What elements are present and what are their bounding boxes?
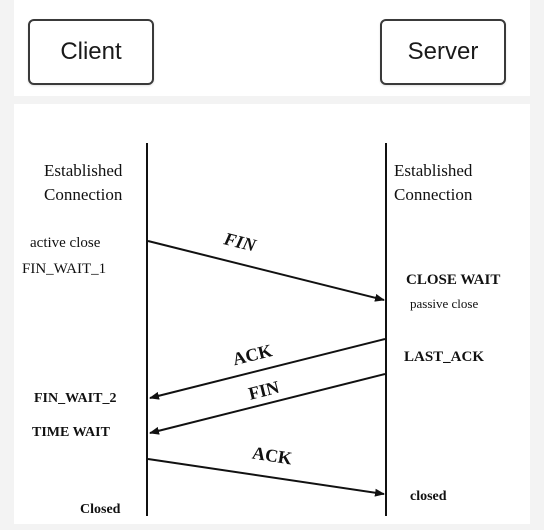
diagram-panel	[14, 104, 530, 524]
client-active-close: active close	[30, 235, 101, 251]
server-box: Server	[380, 19, 506, 85]
fin-1-arrow	[147, 240, 385, 302]
client-box: Client	[28, 19, 154, 85]
client-time-wait: TIME WAIT	[32, 425, 111, 440]
client-label: Client	[60, 38, 122, 65]
server-close-wait: CLOSE WAIT	[406, 272, 500, 288]
ack-1-arrow	[149, 338, 386, 400]
ack-2-arrow	[147, 458, 385, 497]
server-closed: closed	[410, 489, 447, 504]
ack-2-label: ACK	[251, 443, 294, 469]
ack-1-label: ACK	[231, 340, 275, 369]
client-established-line2: Connection	[44, 185, 123, 204]
fin-2-arrow	[149, 373, 386, 435]
client-established-line1: Established	[44, 161, 123, 180]
fin-2-label: FIN	[246, 377, 281, 404]
server-passive-close: passive close	[410, 296, 478, 311]
server-established-line1: Established	[394, 161, 473, 180]
client-fin-wait-2: FIN_WAIT_2	[34, 391, 116, 406]
server-last-ack: LAST_ACK	[404, 349, 484, 365]
server-established-line2: Connection	[394, 185, 473, 204]
fin-1-label: FIN	[221, 228, 259, 256]
server-label: Server	[407, 38, 479, 65]
client-closed: Closed	[80, 502, 121, 517]
client-fin-wait-1: FIN_WAIT_1	[22, 261, 106, 277]
